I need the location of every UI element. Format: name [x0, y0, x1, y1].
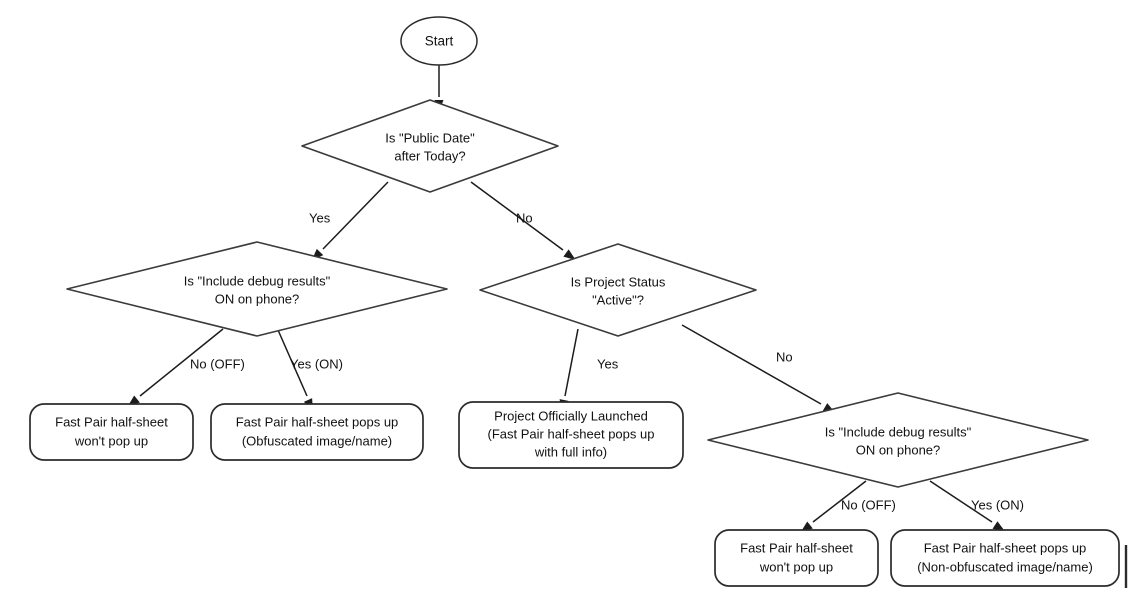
node-label-line1: Fast Pair half-sheet pops up	[236, 414, 399, 429]
node-label-line2: won't pop up	[74, 433, 148, 448]
nodes-layer: Start Is "Public Date" after Today? Is "…	[29, 16, 1120, 587]
edge-line	[277, 329, 308, 397]
node-terminal-launched[interactable]: Project Officially Launched (Fast Pair h…	[458, 401, 684, 469]
node-decision-project-status[interactable]: Is Project Status "Active"?	[479, 243, 757, 337]
edge-line	[470, 181, 564, 251]
node-terminal-right-off[interactable]: Fast Pair half-sheet won't pop up	[714, 529, 879, 587]
edge-public-date-no: No	[470, 181, 576, 261]
edge-public-date-yes: Yes	[309, 181, 389, 261]
decision-diamond-shape	[301, 99, 559, 193]
node-decision-public-date[interactable]: Is "Public Date" after Today?	[301, 99, 559, 193]
node-label-line1: Is "Public Date"	[385, 130, 475, 145]
node-terminal-left-off[interactable]: Fast Pair half-sheet won't pop up	[29, 403, 194, 461]
decision-diamond-shape	[707, 392, 1089, 488]
node-label-line2: won't pop up	[759, 559, 833, 574]
start-ellipse-shape	[400, 16, 478, 66]
node-label-line2: (Non-obfuscated image/name)	[917, 559, 1093, 574]
arrowhead-icon	[563, 249, 576, 261]
edge-line	[929, 480, 993, 523]
terminal-rounded-shape	[210, 403, 424, 461]
node-start[interactable]: Start	[400, 16, 478, 66]
node-label-line1: Is Project Status	[571, 274, 666, 289]
node-label-line2: after Today?	[394, 148, 465, 163]
node-label-line2: "Active"?	[592, 292, 644, 307]
node-label-line1: Is "Include debug results"	[825, 424, 972, 439]
edge-label-no-off: No (OFF)	[841, 497, 896, 512]
node-terminal-right-on[interactable]: Fast Pair half-sheet pops up (Non-obfusc…	[890, 529, 1120, 587]
decision-diamond-shape	[479, 243, 757, 337]
edge-line	[139, 328, 224, 397]
edge-debug-right-no-off: No (OFF)	[800, 480, 896, 533]
edge-project-status-yes: Yes	[559, 328, 619, 412]
terminal-rounded-shape	[890, 529, 1120, 587]
edge-label-no: No	[776, 349, 793, 364]
edge-label-yes-on: Yes (ON)	[290, 356, 343, 371]
edge-label-no-off: No (OFF)	[190, 356, 245, 371]
edge-debug-left-yes-on: Yes (ON)	[277, 329, 343, 411]
edge-line	[681, 324, 822, 405]
arrowhead-icon	[992, 521, 1006, 532]
terminal-rounded-shape	[714, 529, 879, 587]
edge-debug-left-no-off: No (OFF)	[127, 328, 245, 407]
node-label-line3: with full info)	[534, 444, 607, 459]
edge-project-status-no: No	[681, 324, 836, 413]
terminal-rounded-shape	[458, 401, 684, 469]
node-start-label: Start	[425, 34, 454, 49]
edge-line	[322, 181, 389, 250]
node-label-line1: Fast Pair half-sheet	[740, 540, 853, 555]
edge-label-yes: Yes	[309, 210, 331, 225]
node-label-line1: Project Officially Launched	[494, 408, 648, 423]
node-decision-debug-left[interactable]: Is "Include debug results" ON on phone?	[66, 241, 448, 337]
edge-label-no: No	[516, 210, 533, 225]
node-label-line1: Fast Pair half-sheet pops up	[924, 540, 1087, 555]
edge-label-yes-on: Yes (ON)	[971, 497, 1024, 512]
edges-layer: Yes No No (OFF) Yes (ON) Yes	[127, 65, 1024, 533]
terminal-rounded-shape	[29, 403, 194, 461]
edge-label-yes: Yes	[597, 356, 619, 371]
node-label-line2: ON on phone?	[856, 442, 941, 457]
node-label-line2: (Fast Pair half-sheet pops up	[488, 426, 655, 441]
node-label-line1: Is "Include debug results"	[184, 273, 331, 288]
node-terminal-left-on[interactable]: Fast Pair half-sheet pops up (Obfuscated…	[210, 403, 424, 461]
node-label-line1: Fast Pair half-sheet	[55, 414, 168, 429]
edge-line	[812, 480, 867, 523]
node-label-line2: (Obfuscated image/name)	[242, 433, 392, 448]
edge-debug-right-yes-on: Yes (ON)	[929, 480, 1024, 532]
node-decision-debug-right[interactable]: Is "Include debug results" ON on phone?	[707, 392, 1089, 488]
node-label-line2: ON on phone?	[215, 291, 300, 306]
decision-diamond-shape	[66, 241, 448, 337]
edge-line	[564, 328, 579, 397]
